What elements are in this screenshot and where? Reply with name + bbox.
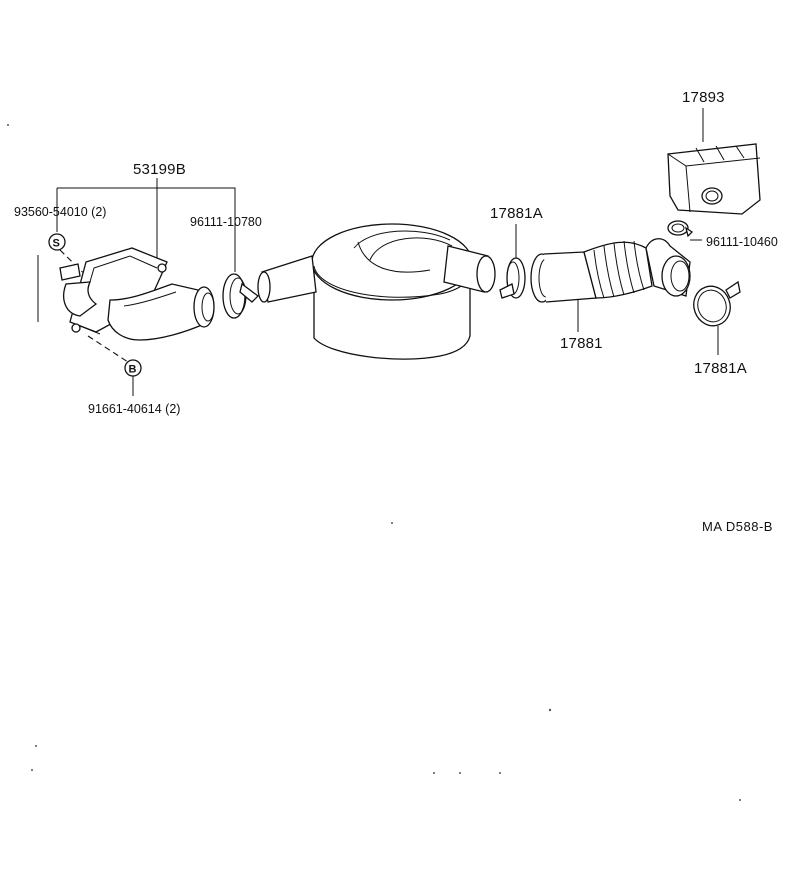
label-53199b: 53199B — [133, 161, 186, 178]
clamp-right-icon — [693, 280, 741, 327]
intake-hose-icon — [530, 238, 691, 303]
label-91661-40614: 91661-40614 (2) — [88, 402, 180, 416]
resonator-icon — [667, 143, 761, 215]
intake-air-connector-icon — [59, 247, 215, 341]
scan-specks — [7, 124, 741, 801]
clamp-center-icon — [499, 257, 526, 299]
svg-text:B: B — [129, 364, 137, 376]
svg-text:S: S — [53, 238, 60, 250]
label-17881a-center: 17881A — [490, 205, 543, 222]
label-93560-54010: 93560-54010 (2) — [14, 205, 106, 219]
bolt-symbol-icon: B — [124, 359, 142, 377]
hose-clamp-right-icon — [667, 220, 694, 238]
leader-53199b-bracket — [57, 187, 236, 272]
dash-bolt — [87, 335, 129, 363]
label-96111-10460: 96111-10460 — [706, 235, 778, 249]
screw-symbol-icon: S — [48, 233, 66, 251]
label-17881a-right: 17881A — [694, 360, 747, 377]
label-17881: 17881 — [560, 335, 603, 352]
diagram-code: MA D588-B — [702, 519, 773, 534]
air-cleaner-case-icon — [257, 223, 496, 360]
label-17893: 17893 — [682, 89, 725, 106]
label-96111-10780: 96111-10780 — [190, 215, 262, 229]
hose-clamp-left-icon — [222, 273, 259, 319]
